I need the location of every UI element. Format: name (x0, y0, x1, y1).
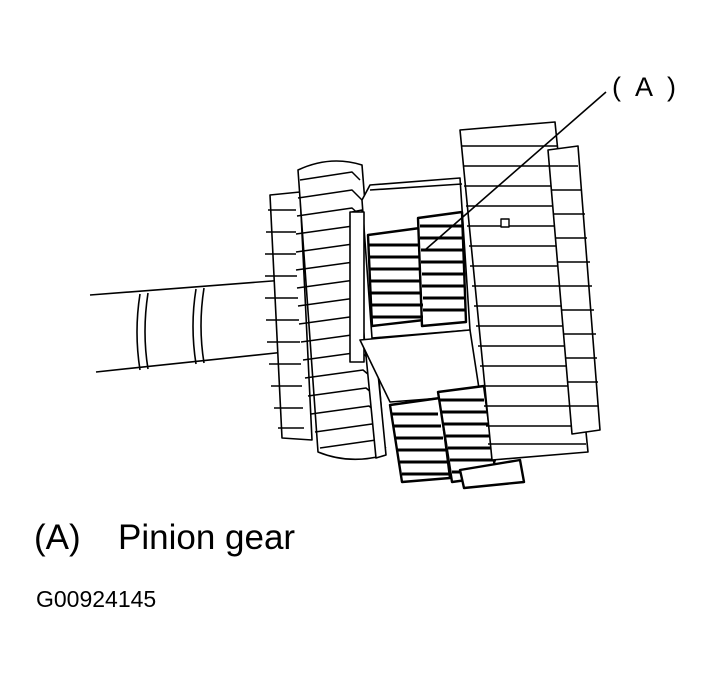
left-end-ring (265, 191, 313, 441)
side-gear-right (459, 121, 601, 461)
pinion-gear-upper (366, 210, 468, 328)
legend-text: Pinion gear (118, 518, 296, 557)
axle-shaft (89, 279, 286, 373)
pinion-gear-lower (388, 384, 526, 490)
legend: (A) Pinion gear (34, 518, 295, 558)
callout-leader-line (424, 91, 607, 251)
legend-key: (A) (34, 518, 81, 557)
figure-id: G00924145 (36, 586, 157, 612)
callout-label-a: ( A ) (612, 72, 681, 102)
